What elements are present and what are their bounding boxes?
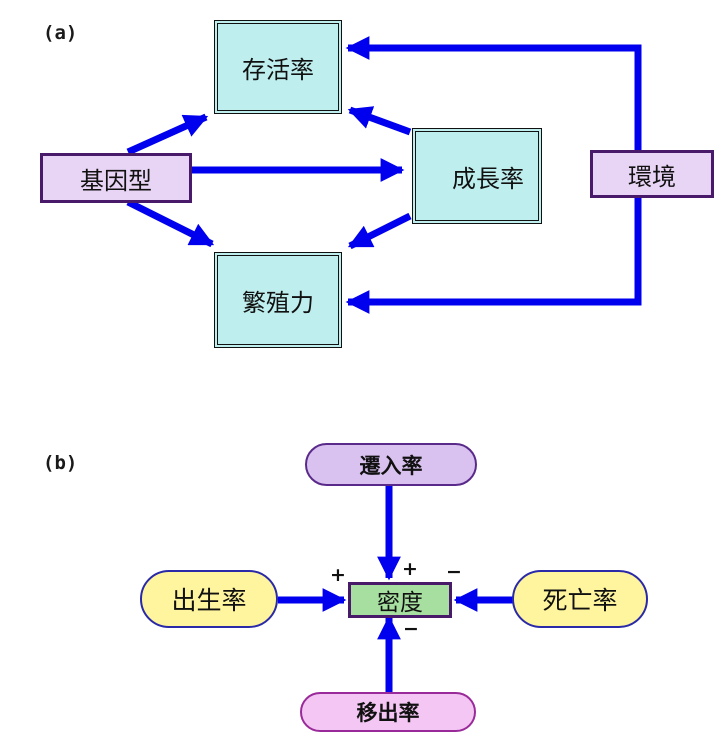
sign-death: − [446,561,462,583]
death-rate-text: 死亡率 [542,586,618,615]
immigration-rate-text: 遷入率 [359,453,423,478]
part-a-label: (a) [43,22,78,44]
emigration-rate-text: 移出率 [356,701,420,725]
density-box: 密度 [348,582,452,618]
sign-immigration: + [402,558,418,580]
death-rate-pill: 死亡率 [512,570,648,628]
density-text: 密度 [377,590,423,616]
sign-birth: + [330,564,346,586]
arrow-growth-to-survival [347,106,412,136]
birth-rate-pill: 出生率 [140,570,278,628]
arrow-genotype-to-survival [126,113,209,156]
environment-box: 環境 [590,150,714,198]
sign-emigration: − [403,618,419,640]
fecundity-text: 繁殖力 [242,288,314,317]
arrow-environment-to-survival [345,36,642,150]
genotype-box: 基因型 [40,153,192,203]
arrow-growth-to-fecundity [347,212,412,250]
survival-rate-text: 存活率 [242,55,314,84]
part-b-label: (b) [43,452,78,474]
emigration-rate-pill: 移出率 [300,692,476,732]
arrow-genotype-to-fecundity [126,198,215,248]
environment-text: 環境 [628,162,676,191]
survival-rate-box: 存活率 [214,20,342,114]
fecundity-box: 繁殖力 [214,252,342,348]
growth-rate-box: 成長率 [412,128,542,224]
immigration-rate-pill: 遷入率 [305,443,477,486]
birth-rate-text: 出生率 [171,586,247,615]
genotype-text: 基因型 [80,166,152,195]
arrow-environment-to-fecundity [345,198,642,314]
growth-rate-text: 成長率 [452,164,524,193]
